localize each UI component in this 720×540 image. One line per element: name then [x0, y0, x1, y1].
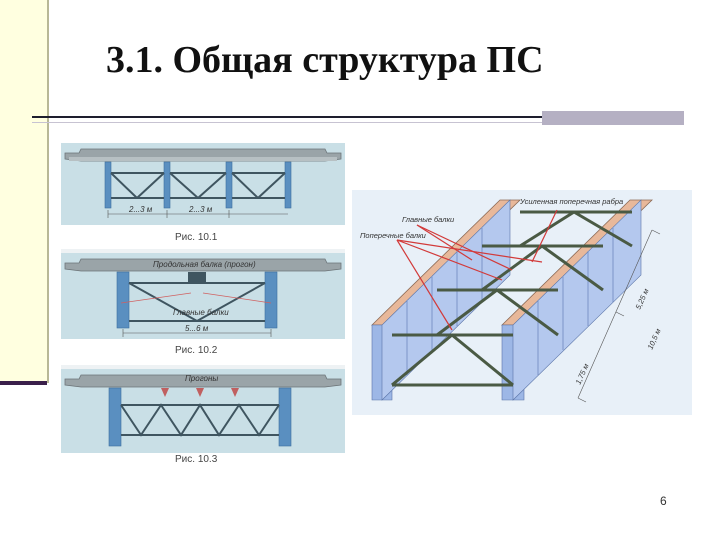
dim-10-5: 10,5 м — [646, 327, 663, 351]
dim-1-75: 1,75 м — [574, 362, 591, 386]
title-underline-thin — [32, 122, 684, 123]
figure-10-1: 2...3 м 2...3 м Рис. 10.1 — [61, 143, 345, 249]
left-bar-edge — [47, 0, 49, 383]
fig2-label-longitudinal-beam: Продольная балка (прогон) — [153, 260, 256, 269]
beam-grid-drawing: Усиленная поперечная рабра Главные балки… — [360, 197, 663, 403]
title-underline — [32, 116, 544, 118]
fig1-caption: Рис. 10.1 — [175, 232, 218, 243]
left-main-beam — [371, 199, 521, 401]
fig1-dim-1: 2...3 м — [128, 205, 153, 214]
fig2-dim: 5...6 м — [185, 324, 209, 333]
beam-grid-isometric-figure: Усиленная поперечная рабра Главные балки… — [352, 190, 692, 415]
label-cross-beams: Поперечные балки — [360, 231, 427, 240]
dimension-lines — [577, 229, 661, 403]
cross-beams-and-bracing — [391, 210, 633, 387]
figure-10-3: Прогоны Рис. 10.3 — [61, 369, 345, 465]
fig3-label-stringers: Прогоны — [185, 374, 218, 383]
left-decorative-bar — [0, 0, 47, 383]
label-reinforced-cross-brace: Усиленная поперечная рабра — [519, 197, 623, 206]
cross-sections-drawing: 2...3 м 2...3 м Рис. 10.1 Продольная бал… — [61, 143, 345, 465]
leader-lines — [396, 209, 558, 331]
page-number: 6 — [660, 494, 667, 508]
fig2-label-main-beams: Главные балки — [173, 308, 229, 317]
slide-title: 3.1. Общая структура ПС — [106, 39, 544, 81]
fig1-dim-2: 2...3 м — [188, 205, 213, 214]
fig3-caption: Рис. 10.3 — [175, 454, 218, 463]
title-underline-block — [542, 111, 684, 125]
label-main-beams: Главные балки — [402, 215, 455, 224]
left-bar-accent — [0, 381, 47, 385]
right-main-beam — [501, 199, 653, 401]
dim-5-25: 5,25 м — [634, 287, 651, 311]
bridge-cross-sections-figure: 2...3 м 2...3 м Рис. 10.1 Продольная бал… — [61, 143, 345, 465]
figure-10-2: Продольная балка (прогон) Главные балки … — [61, 253, 345, 365]
fig2-caption: Рис. 10.2 — [175, 345, 218, 356]
